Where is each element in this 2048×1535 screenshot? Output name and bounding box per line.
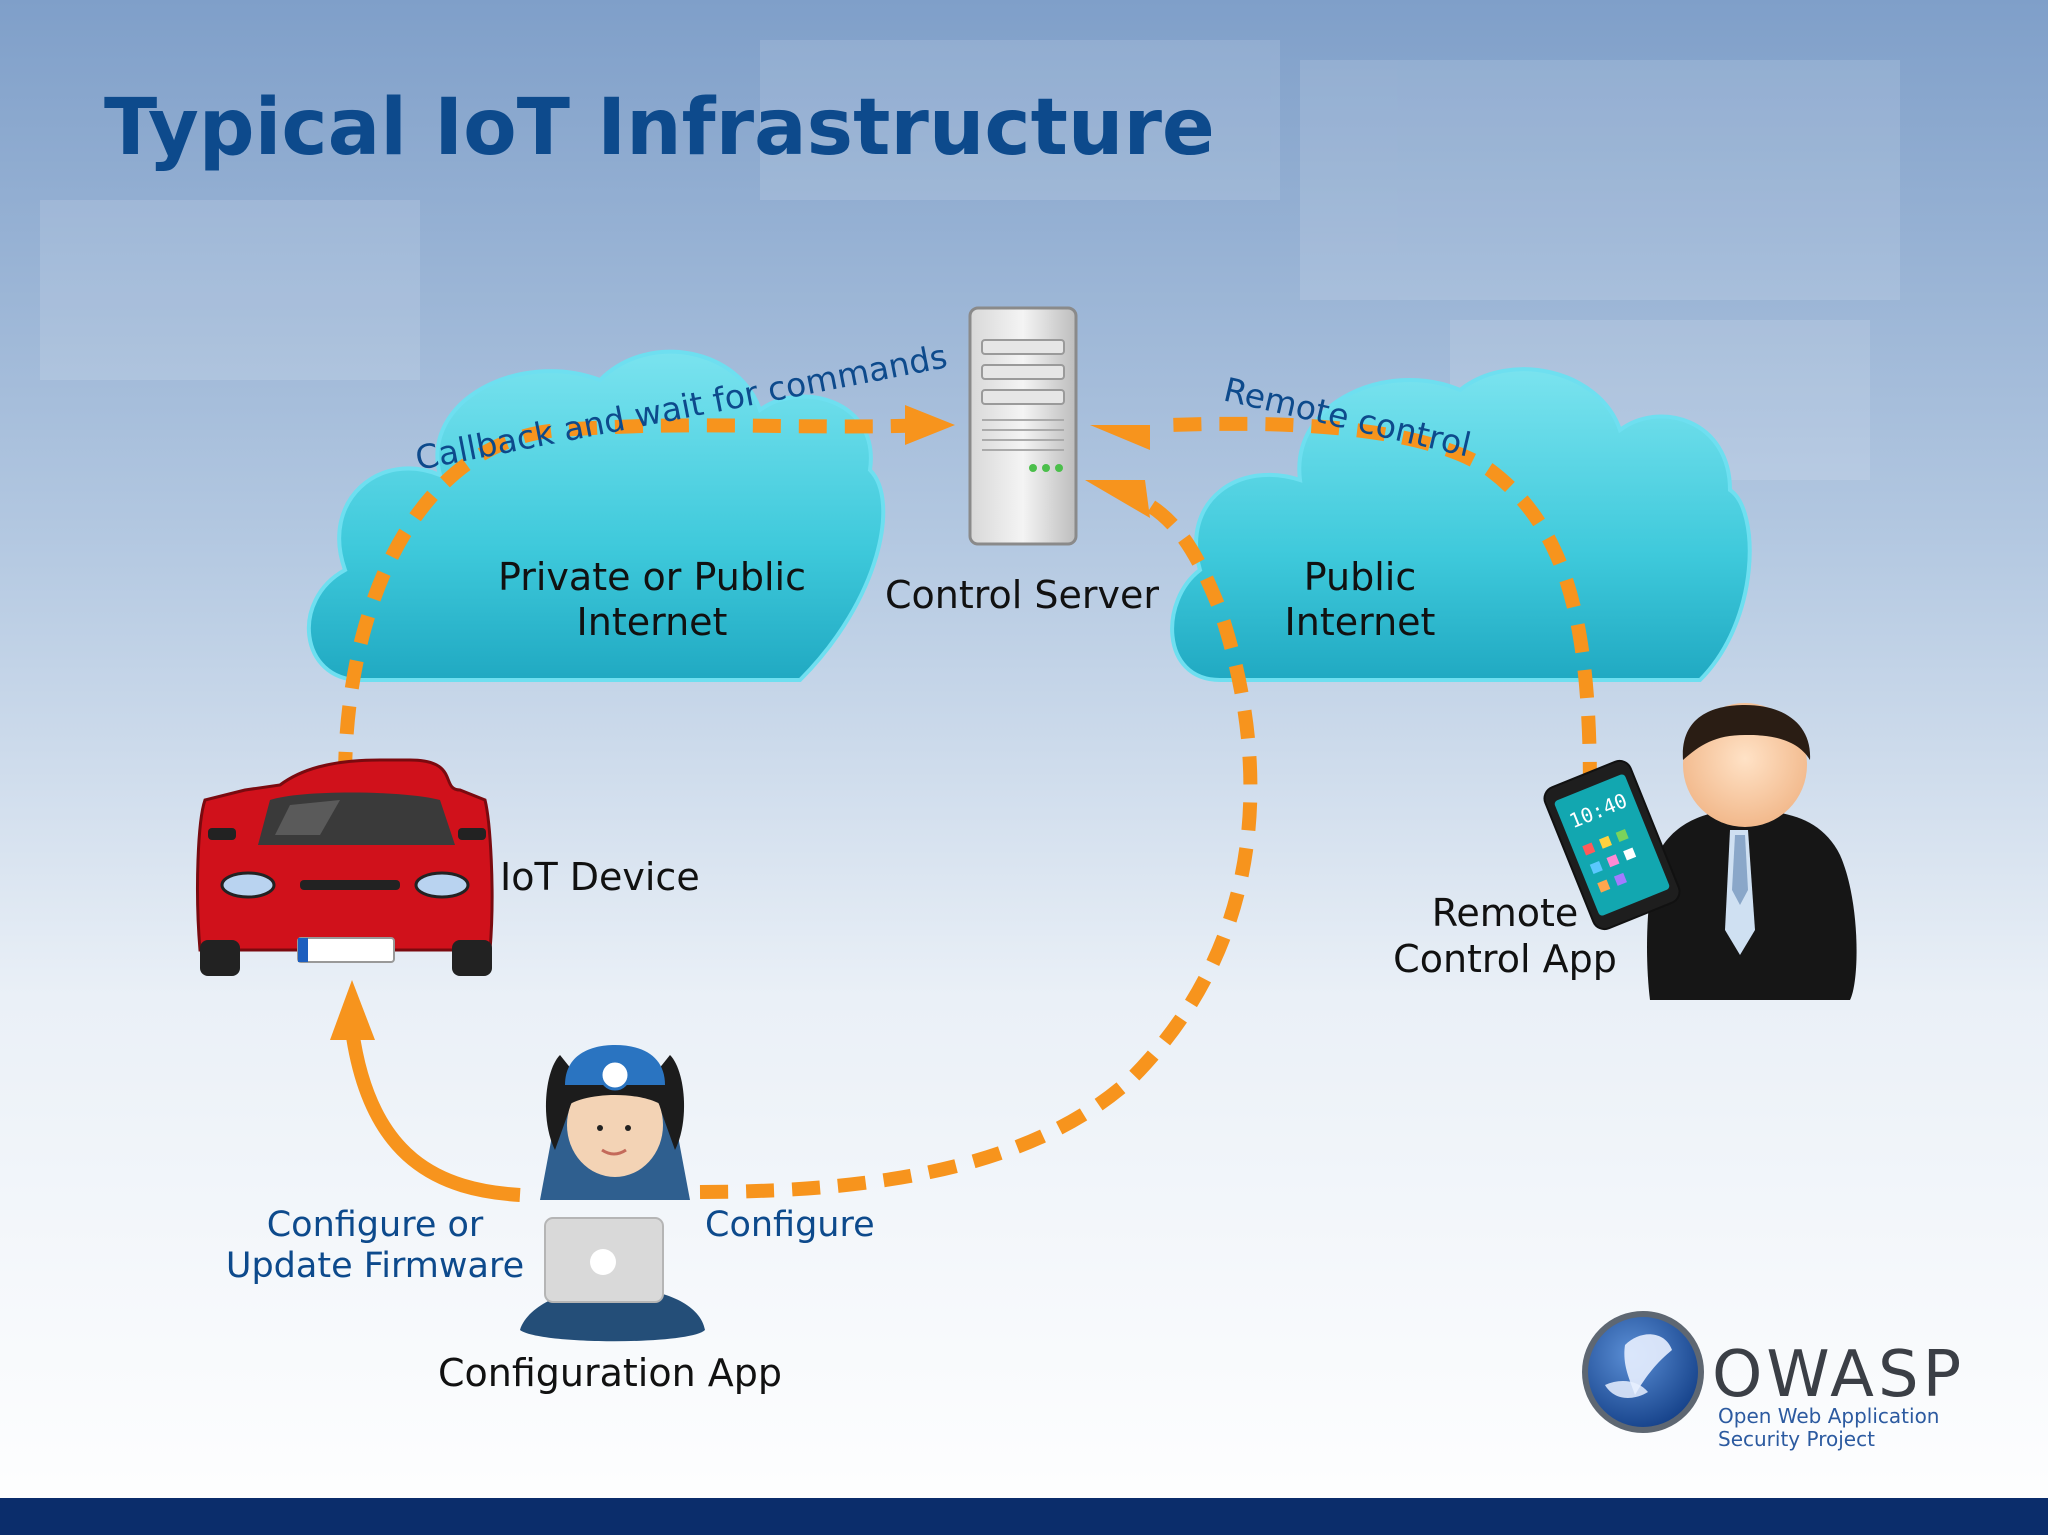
firmware-update-arrow-line	[345, 1029, 521, 1202]
person-with-phone-icon	[1647, 703, 1857, 1000]
private-cloud-label-line2: Internet	[577, 600, 728, 644]
remote-app-label-line1: Remote	[1432, 891, 1579, 935]
public-cloud-label-line1: Public	[1304, 555, 1416, 599]
configure-connection-line	[699, 493, 1258, 1199]
callback-connection-line	[338, 418, 936, 781]
owasp-wordmark: OWASP	[1712, 1338, 1965, 1412]
public-cloud-label-line2: Internet	[1285, 600, 1436, 644]
cloud-icon	[306, 349, 886, 682]
remote-control-connection-line	[1169, 416, 1597, 791]
cloud-icon	[1170, 367, 1752, 682]
remote-control-arrowhead	[1090, 425, 1150, 450]
slide-title: Typical IoT Infrastructure	[104, 83, 1215, 173]
configure-firmware-label-line2: Update Firmware	[226, 1246, 524, 1286]
owasp-logo: OWASP Open Web Application Security Proj…	[1582, 1311, 1965, 1451]
configure-firmware-label-line1: Configure or	[267, 1205, 484, 1245]
owasp-subtitle-line1: Open Web Application	[1718, 1404, 1939, 1428]
iot-device-label: IoT Device	[500, 855, 700, 899]
smartphone-icon: 10:40	[1543, 759, 1681, 931]
remote-app-label-line2: Control App	[1393, 937, 1617, 981]
config-app-label: Configuration App	[438, 1351, 782, 1395]
car-icon	[196, 758, 494, 976]
engineer-with-laptop-icon	[520, 1045, 705, 1342]
footer-bar	[0, 1498, 2048, 1535]
server-icon	[968, 306, 1078, 546]
control-server-label: Control Server	[885, 573, 1159, 617]
configure-arrowhead	[1085, 480, 1150, 518]
configure-label: Configure	[705, 1205, 875, 1245]
private-cloud-label-line1: Private or Public	[498, 555, 806, 599]
callback-arrowhead	[905, 405, 955, 445]
owasp-subtitle-line2: Security Project	[1718, 1427, 1875, 1451]
firmware-update-arrowhead	[330, 980, 375, 1040]
